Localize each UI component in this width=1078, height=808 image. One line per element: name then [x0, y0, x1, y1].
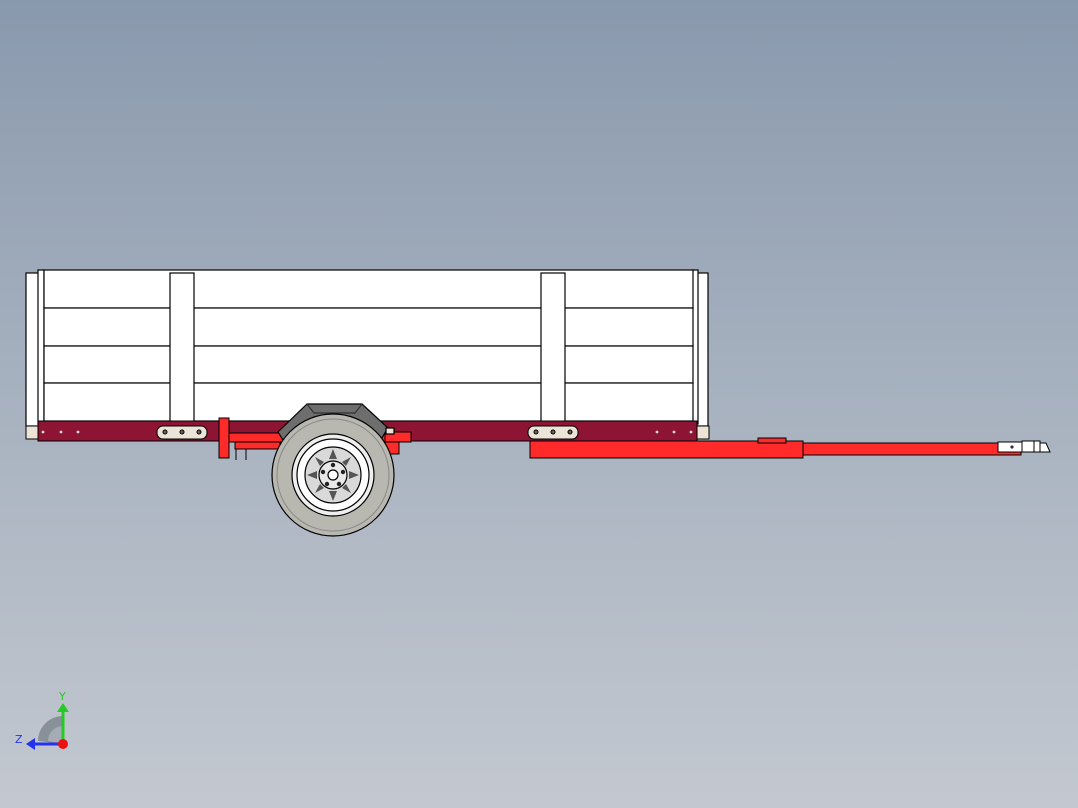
side-board-3: [43, 345, 694, 384]
side-board-2: [43, 307, 694, 347]
drawbar: [529, 437, 1022, 459]
drawbar-rear: [529, 440, 804, 459]
wheel: [271, 413, 395, 537]
front-corner-foot: [696, 425, 710, 440]
spring-hanger: [218, 417, 230, 459]
cargo-box: [25, 269, 709, 427]
rim-spokes: [307, 449, 359, 501]
spring-lower: [234, 441, 281, 450]
stake-rear: [169, 272, 195, 427]
rear-end-post-inner: [37, 269, 45, 425]
front-end-post: [696, 272, 709, 427]
drawbar-clamp: [757, 437, 787, 444]
rear-corner-foot: [25, 425, 39, 440]
stake-front: [540, 272, 566, 427]
side-board-1: [43, 269, 694, 309]
drawbar-front: [802, 442, 1022, 456]
coupler: [997, 440, 1051, 453]
rear-end-post: [25, 272, 40, 427]
lug-nuts: [320, 462, 346, 487]
